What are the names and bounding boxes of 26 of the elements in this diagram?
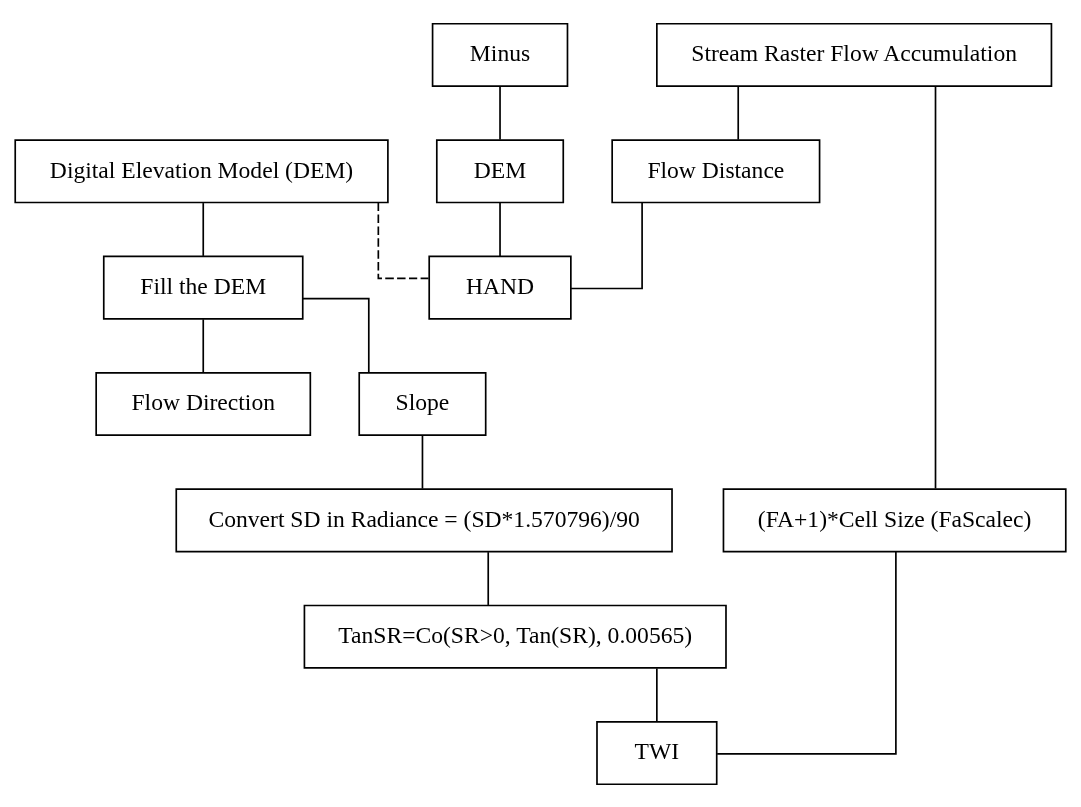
node-box: TanSR=Co(SR>0, Tan(SR), 0.00565) [303,604,727,669]
node-box: Fill the DEM [102,255,304,320]
node-box: Flow Direction [95,371,312,436]
connector [656,667,658,722]
node-box: DEM [435,138,565,203]
connector [421,434,424,489]
node-box: Minus [431,22,569,87]
connector [487,550,490,606]
connector [377,201,430,279]
node-box: Flow Distance [611,138,821,203]
connector [202,201,205,257]
node-box: HAND [428,255,572,320]
connector [570,201,643,289]
node-box: Convert SD in Radiance = (SD*1.570796)/90 [175,487,673,552]
node-box: (FA+1)*Cell Size (FaScalec) [722,487,1067,552]
connector [302,297,370,373]
connector [499,85,501,140]
connector [202,318,205,373]
connector [716,550,897,755]
connector [934,84,937,489]
node-box: Stream Raster Flow Accumulation [656,22,1053,87]
connector [499,201,501,257]
node-box: Digital Elevation Model (DEM) [14,138,389,203]
node-box: Slope [358,371,487,436]
connector [737,85,740,140]
node-box: TWI [596,720,718,785]
